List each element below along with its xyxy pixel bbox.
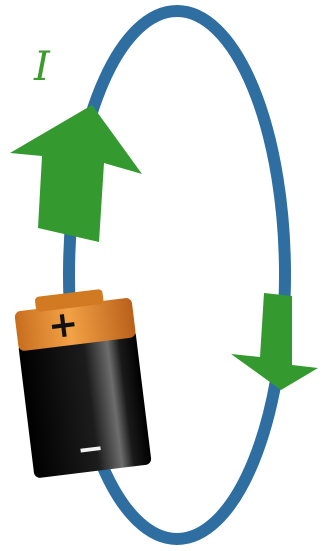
battery-minus-label: − — [75, 428, 106, 469]
current-label: I — [33, 44, 51, 90]
battery-icon: + − — [14, 289, 152, 478]
current-loop — [63, 5, 291, 545]
battery-body — [18, 329, 152, 478]
battery-terminal — [35, 289, 104, 312]
battery-top — [14, 298, 136, 351]
arrow-icon — [231, 293, 318, 390]
battery-plus-label: + — [46, 303, 81, 347]
arrow-icon — [10, 105, 142, 242]
